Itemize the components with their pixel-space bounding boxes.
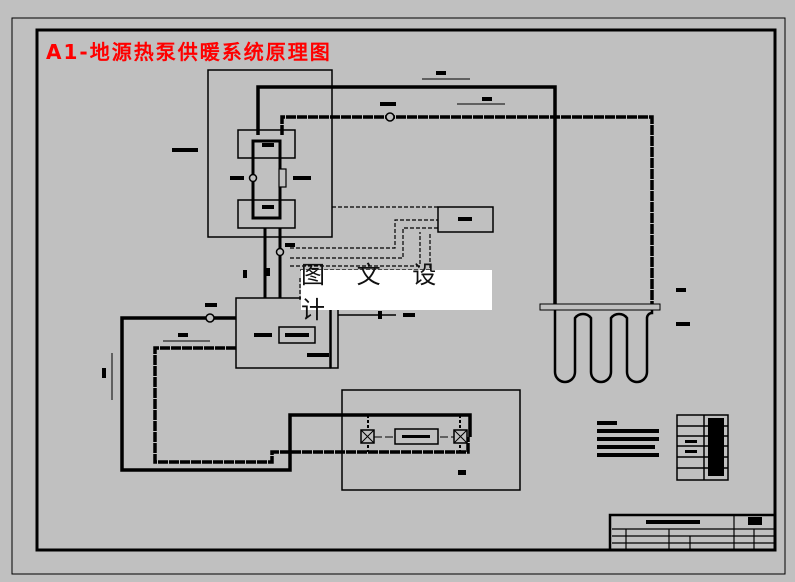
heat-pump-inner-box xyxy=(278,326,316,344)
watermark: 图 文 设 计 xyxy=(301,261,492,324)
drawing-title: A1-地源热泵供暖系统原理图 xyxy=(46,40,332,64)
notes xyxy=(597,421,659,457)
valve-icon-left xyxy=(360,429,375,444)
ground-loop-supply-pipe xyxy=(280,115,654,305)
title-block xyxy=(608,513,777,552)
ground-loop-return-pipe xyxy=(256,85,557,305)
condenser-box xyxy=(237,129,296,159)
heat-pump-unit-box xyxy=(207,69,333,238)
valve-icon-right xyxy=(453,429,468,444)
expansion-valve-icon xyxy=(278,168,287,188)
pump-icon xyxy=(385,112,395,122)
ground-coil xyxy=(553,305,654,384)
heat-pump-box xyxy=(235,297,331,369)
evaporator-box xyxy=(237,199,296,229)
room-box xyxy=(341,389,521,491)
compressor-icon xyxy=(248,173,258,183)
outer-frame xyxy=(11,17,786,575)
heating-supply-pipe xyxy=(120,316,472,472)
inner-frame xyxy=(35,28,777,552)
heating-return-pipe xyxy=(153,346,470,464)
ground-level-hatch xyxy=(539,303,661,311)
